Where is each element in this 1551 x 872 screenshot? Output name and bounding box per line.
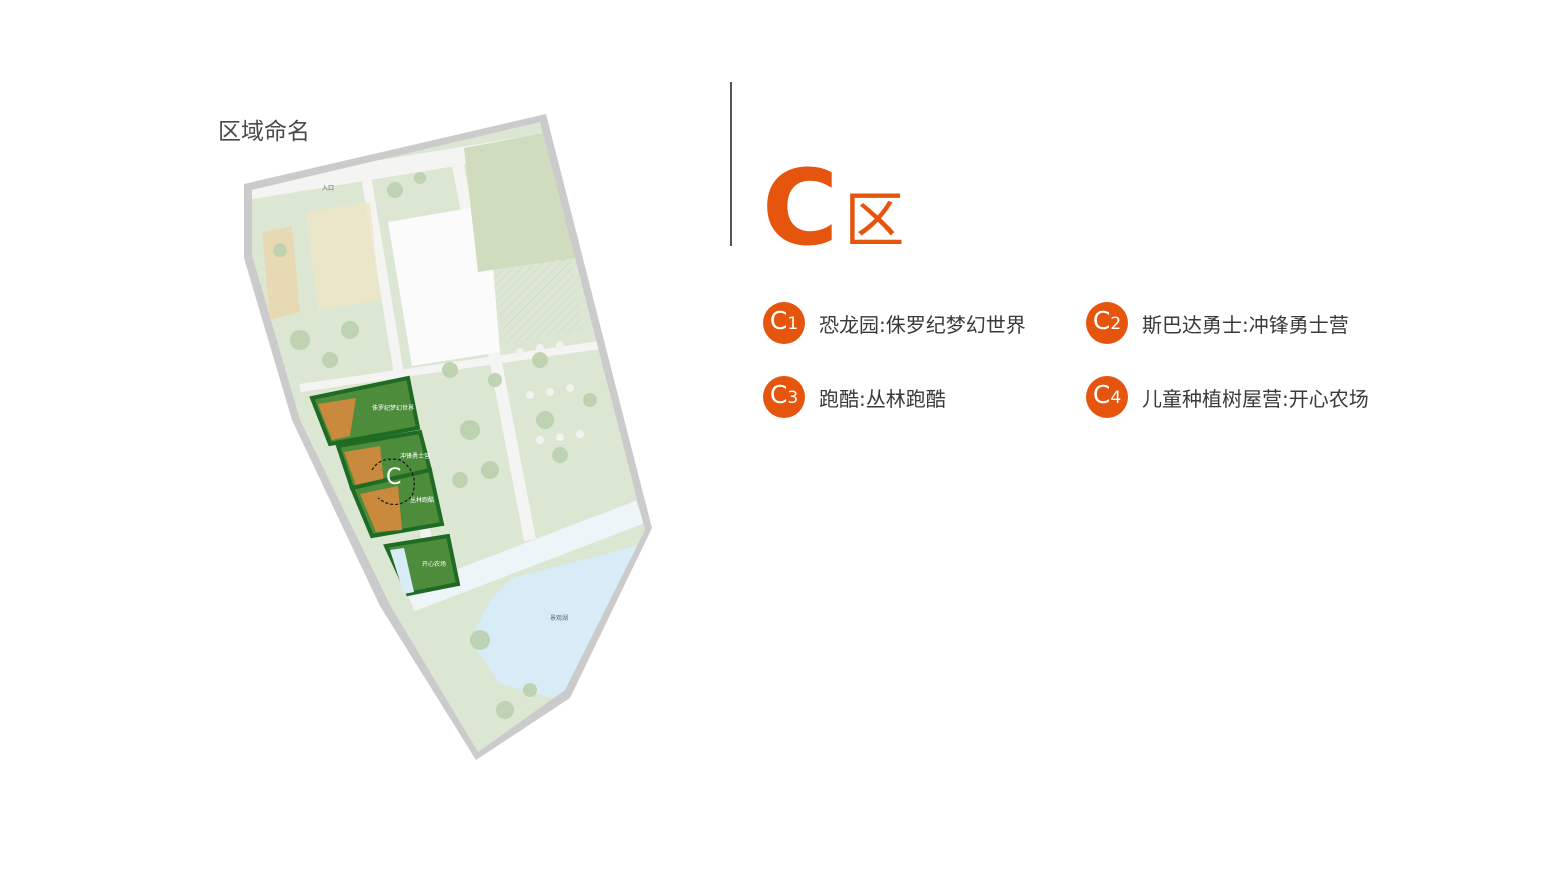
sand-block xyxy=(262,226,300,320)
legend-text-c3: 跑酷:丛林跑酷 xyxy=(819,386,946,411)
field-block xyxy=(464,130,575,272)
badge-number: 4 xyxy=(1110,388,1122,408)
site-plan-map: C 侏罗纪梦幻世界 冲锋勇士营 丛林跑酷 开心农场 入口 景观湖 xyxy=(0,0,700,872)
site-plan-svg: C 侏罗纪梦幻世界 冲锋勇士营 丛林跑酷 开心农场 入口 景观湖 xyxy=(244,114,652,760)
label-lake: 景观湖 xyxy=(550,614,568,622)
badge-number: 1 xyxy=(787,314,799,334)
label-c2: 冲锋勇士营 xyxy=(400,452,430,460)
badge-letter: C xyxy=(1092,306,1111,335)
zone-suffix: 区 xyxy=(844,186,905,256)
building-block xyxy=(388,205,500,366)
badge-number: 2 xyxy=(1110,314,1122,334)
badge-letter: C xyxy=(1092,380,1111,409)
badge-letter: C xyxy=(769,306,788,335)
label-c4: 开心农场 xyxy=(422,560,446,568)
hatched-block xyxy=(492,258,582,344)
section-title: 区域命名 xyxy=(218,119,310,145)
legend-text-c4: 儿童种植树屋营:开心农场 xyxy=(1142,386,1369,411)
badge-letter: C xyxy=(769,380,788,409)
zone-c-highlight: C 侏罗纪梦幻世界 冲锋勇士营 丛林跑酷 开心农场 xyxy=(309,375,461,597)
legend-text-c1: 恐龙园:侏罗纪梦幻世界 xyxy=(819,312,1026,337)
zone-heading: C 区 xyxy=(762,150,904,260)
label-c1: 侏罗纪梦幻世界 xyxy=(372,404,414,412)
legend-text-c2: 斯巴达勇士:冲锋勇士营 xyxy=(1142,312,1349,337)
divider-line xyxy=(730,82,732,246)
zone-letter: C xyxy=(762,147,838,269)
label-c3: 丛林跑酷 xyxy=(410,496,434,504)
zone-c-marker: C xyxy=(386,465,401,490)
badge-number: 3 xyxy=(787,388,799,408)
label-entrance: 入口 xyxy=(322,185,334,192)
